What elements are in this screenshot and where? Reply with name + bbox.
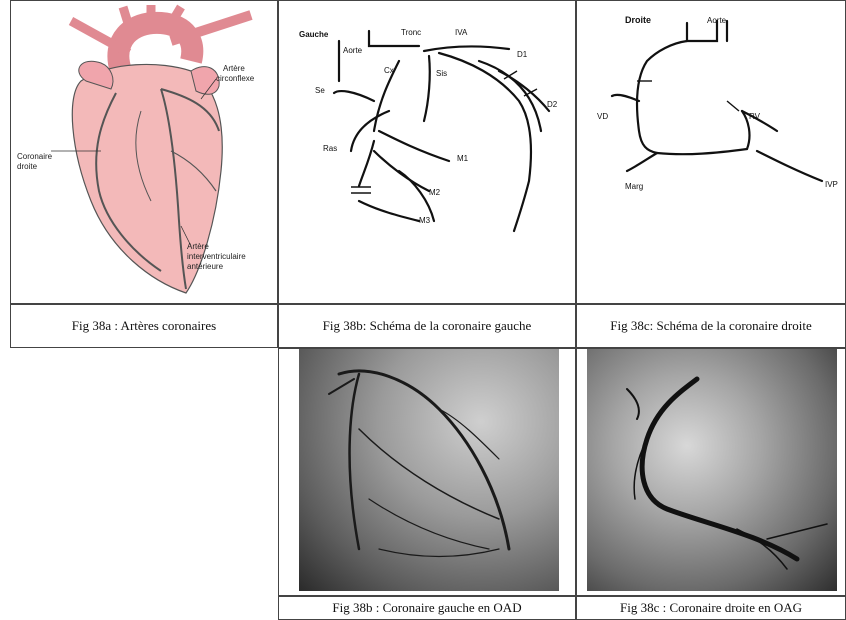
fig38b-schema-cell: Gauche Aorte Tronc IVA D1 D2 Cx Sis Se R… [278,0,576,304]
fig38c-angio-cell [576,348,846,596]
schema-label-se: Se [315,86,325,95]
schema-label-m2: M2 [429,188,441,197]
schema-label-d2: D2 [547,100,558,109]
schema-label-iva: IVA [455,28,468,37]
fig38a-caption: Fig 38a : Artères coronaires [10,304,278,348]
label-artere-iva-3: antérieure [187,262,224,271]
fig38b-angio-caption: Fig 38b : Coronaire gauche en OAD [278,596,576,620]
schema-label-rv: RV [749,112,761,121]
label-coronaire-droite-1: Coronaire [17,152,53,161]
fig38a-image-cell: Artère circonflexe Coronaire droite Artè… [10,0,278,304]
schema-label-ras: Ras [323,144,337,153]
schema-label-ivp: IVP [825,180,838,189]
schema-label-sis: Sis [436,69,447,78]
label-coronaire-droite-2: droite [17,162,38,171]
left-coronary-schema: Gauche Aorte Tronc IVA D1 D2 Cx Sis Se R… [279,1,575,303]
fig38c-schema-cell: Droite Aorte VD RV Marg IVP [576,0,846,304]
right-coronary-angiogram [587,349,837,591]
schema-label-cx: Cx [384,66,394,75]
fig38c-schema-caption: Fig 38c: Schéma de la coronaire droite [576,304,846,348]
heart-illustration: Artère circonflexe Coronaire droite Artè… [11,1,277,303]
label-artere-circonflexe-1: Artère [223,64,245,73]
schema-label-m1: M1 [457,154,469,163]
schema-label-tronc: Tronc [401,28,421,37]
fig38c-angio-caption: Fig 38c : Coronaire droite en OAG [576,596,846,620]
schema-label-vd: VD [597,112,608,121]
label-artere-iva-1: Artère [187,242,209,251]
schema-label-aorte: Aorte [343,46,363,55]
fig38b-schema-caption: Fig 38b: Schéma de la coronaire gauche [278,304,576,348]
schema-label-marg: Marg [625,182,643,191]
schema-label-aorte-droite: Aorte [707,16,727,25]
label-artere-circonflexe-2: circonflexe [216,74,255,83]
fig38b-angio-cell [278,348,576,596]
schema-label-droite: Droite [625,15,651,25]
schema-label-d1: D1 [517,50,528,59]
schema-label-m3: M3 [419,216,431,225]
right-coronary-schema: Droite Aorte VD RV Marg IVP [577,1,845,303]
left-coronary-angiogram [299,349,559,591]
label-artere-iva-2: interventriculaire [187,252,246,261]
schema-label-gauche: Gauche [299,30,329,39]
